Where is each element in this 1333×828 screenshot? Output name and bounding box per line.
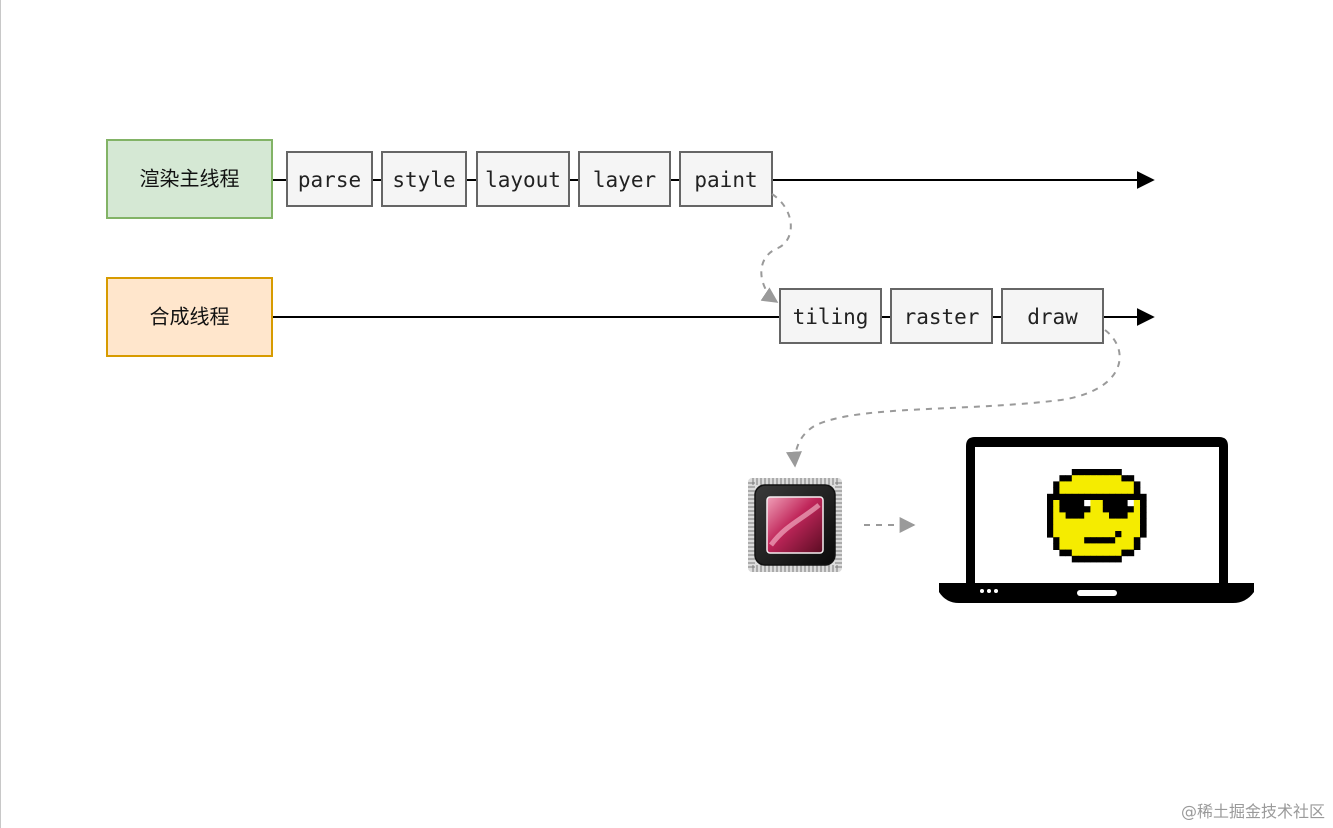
main-thread-label: 渲染主线程 (140, 167, 240, 191)
step-tiling: tiling (779, 288, 882, 344)
step-layout: layout (476, 151, 570, 207)
smiley-sunglasses-icon (1047, 469, 1147, 563)
draw-to-gpu-connector (785, 329, 1121, 468)
gpu-chip-pin-lines (748, 478, 842, 572)
compositor-thread-box-bg (106, 277, 273, 357)
step-tiling-label: tiling (793, 305, 869, 329)
watermark: @稀土掘金技术社区 (1180, 802, 1325, 821)
step-parse-label: parse (298, 168, 361, 192)
main-thread-box-bg (106, 139, 273, 219)
step-style: style (381, 151, 467, 207)
step-draw: draw (1001, 288, 1104, 344)
step-raster: raster (890, 288, 993, 344)
step-layer: layer (578, 151, 671, 207)
compositor-thread-label: 合成线程 (150, 305, 230, 329)
step-layout-label: layout (485, 168, 561, 192)
compositor-thread-box: 合成线程 (106, 277, 273, 357)
paint-to-tiling-connector (760, 193, 792, 303)
step-draw-label: draw (1027, 305, 1078, 329)
step-paint-label: paint (694, 168, 757, 192)
laptop-icon (939, 437, 1254, 603)
main-thread-row: 渲染主线程 parse style layout layer paint (106, 139, 1155, 219)
step-raster-label: raster (904, 305, 980, 329)
gpu-chip-icon (748, 478, 842, 572)
main-thread-box: 渲染主线程 (106, 139, 273, 219)
compositor-thread-row: 合成线程 tiling raster draw (106, 277, 1155, 357)
step-parse: parse (286, 151, 373, 207)
step-layer-label: layer (593, 168, 656, 192)
step-style-label: style (392, 168, 455, 192)
step-paint: paint (679, 151, 773, 207)
